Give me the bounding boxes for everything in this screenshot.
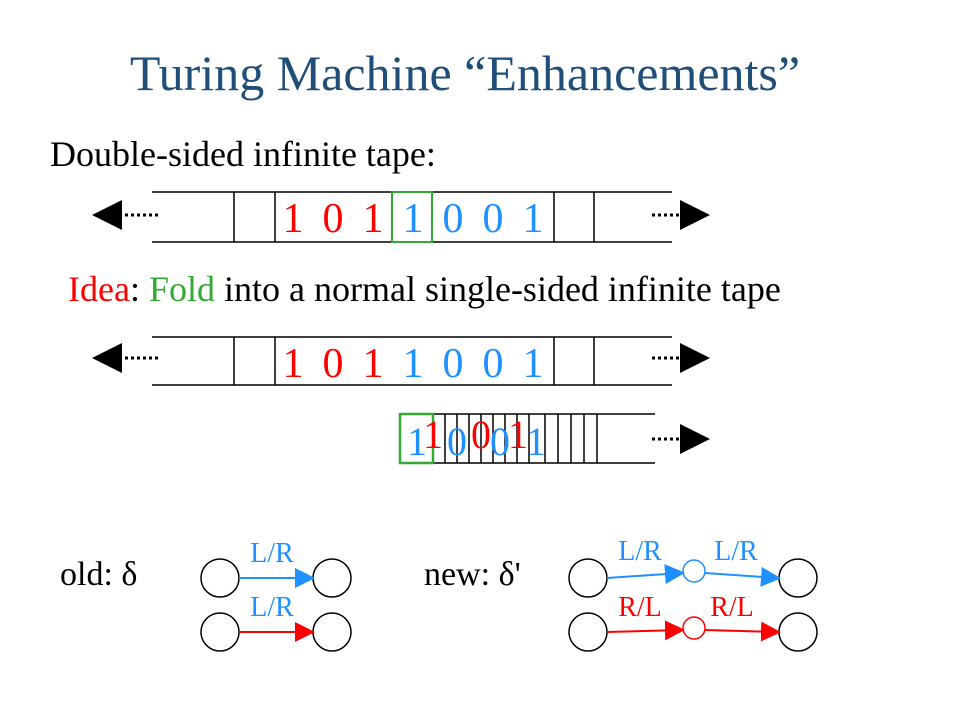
tape-symbol: 1	[283, 341, 304, 387]
idea-colon: :	[129, 269, 149, 309]
tape-symbol: 1	[403, 196, 424, 242]
tape-symbol: 1	[523, 341, 544, 387]
head-position-box	[398, 412, 435, 465]
tape-symbol: 1	[523, 196, 544, 242]
state-circle	[200, 558, 240, 598]
transition-arrow	[606, 564, 685, 585]
state-circle	[568, 558, 608, 598]
folded-tape-symbol: 0	[447, 419, 467, 464]
transition-arrow	[704, 566, 781, 587]
transition-arrow	[704, 621, 781, 642]
page-title: Turing Machine “Enhancements”	[129, 45, 801, 101]
folded-tape-symbol: 1	[407, 419, 427, 464]
tape-symbol: 0	[483, 341, 504, 387]
intermediate-state	[682, 559, 706, 583]
idea-label: Idea	[68, 269, 130, 309]
fold-word: Fold	[148, 269, 215, 309]
tape-symbol: 1	[403, 341, 424, 387]
transition-label: L/R	[618, 536, 662, 567]
state-circle	[312, 612, 352, 652]
folded-tape-symbol: 1	[508, 412, 528, 457]
state-circle	[312, 558, 352, 598]
intermediate-state	[682, 616, 706, 640]
new-transition-top: L/R L/R	[568, 536, 818, 598]
folded-tape-symbol: 1	[526, 419, 546, 464]
idea-rest: into a normal single-sided infinite tape	[215, 269, 781, 309]
old-delta-label: old: δ	[60, 556, 137, 593]
old-transition-bottom: L/R	[200, 592, 352, 652]
new-delta-label: new: δ'	[424, 556, 521, 593]
tape-symbol: 0	[443, 196, 464, 242]
folded-tape-symbol: 0	[471, 412, 491, 457]
tape-symbol: 1	[363, 196, 384, 242]
double-sided-heading: Double-sided infinite tape:	[50, 134, 436, 174]
transition-arrow	[606, 620, 685, 641]
new-transition-bottom: R/L R/L	[568, 592, 818, 652]
transition-label: R/L	[618, 592, 662, 623]
transition-label: L/R	[250, 538, 294, 569]
old-transition-top: L/R	[200, 538, 352, 598]
transition-label: R/L	[710, 592, 754, 623]
transition-label: L/R	[714, 536, 758, 567]
state-circle	[568, 612, 608, 652]
folded-tape-symbol: 1	[423, 412, 443, 457]
tape-symbol: 1	[283, 196, 304, 242]
tape-symbol: 1	[363, 341, 384, 387]
tape-symbol: 0	[323, 196, 344, 242]
state-circle	[778, 558, 818, 598]
transition-label: L/R	[250, 592, 294, 623]
idea-line: Idea: Fold into a normal single-sided in…	[68, 268, 781, 310]
state-circle	[778, 612, 818, 652]
tape-symbol: 0	[483, 196, 504, 242]
folded-tape-symbol: 0	[490, 419, 510, 464]
state-circle	[200, 612, 240, 652]
tape-symbol: 0	[443, 341, 464, 387]
head-position-box	[391, 191, 433, 243]
tape-symbol: 0	[323, 341, 344, 387]
